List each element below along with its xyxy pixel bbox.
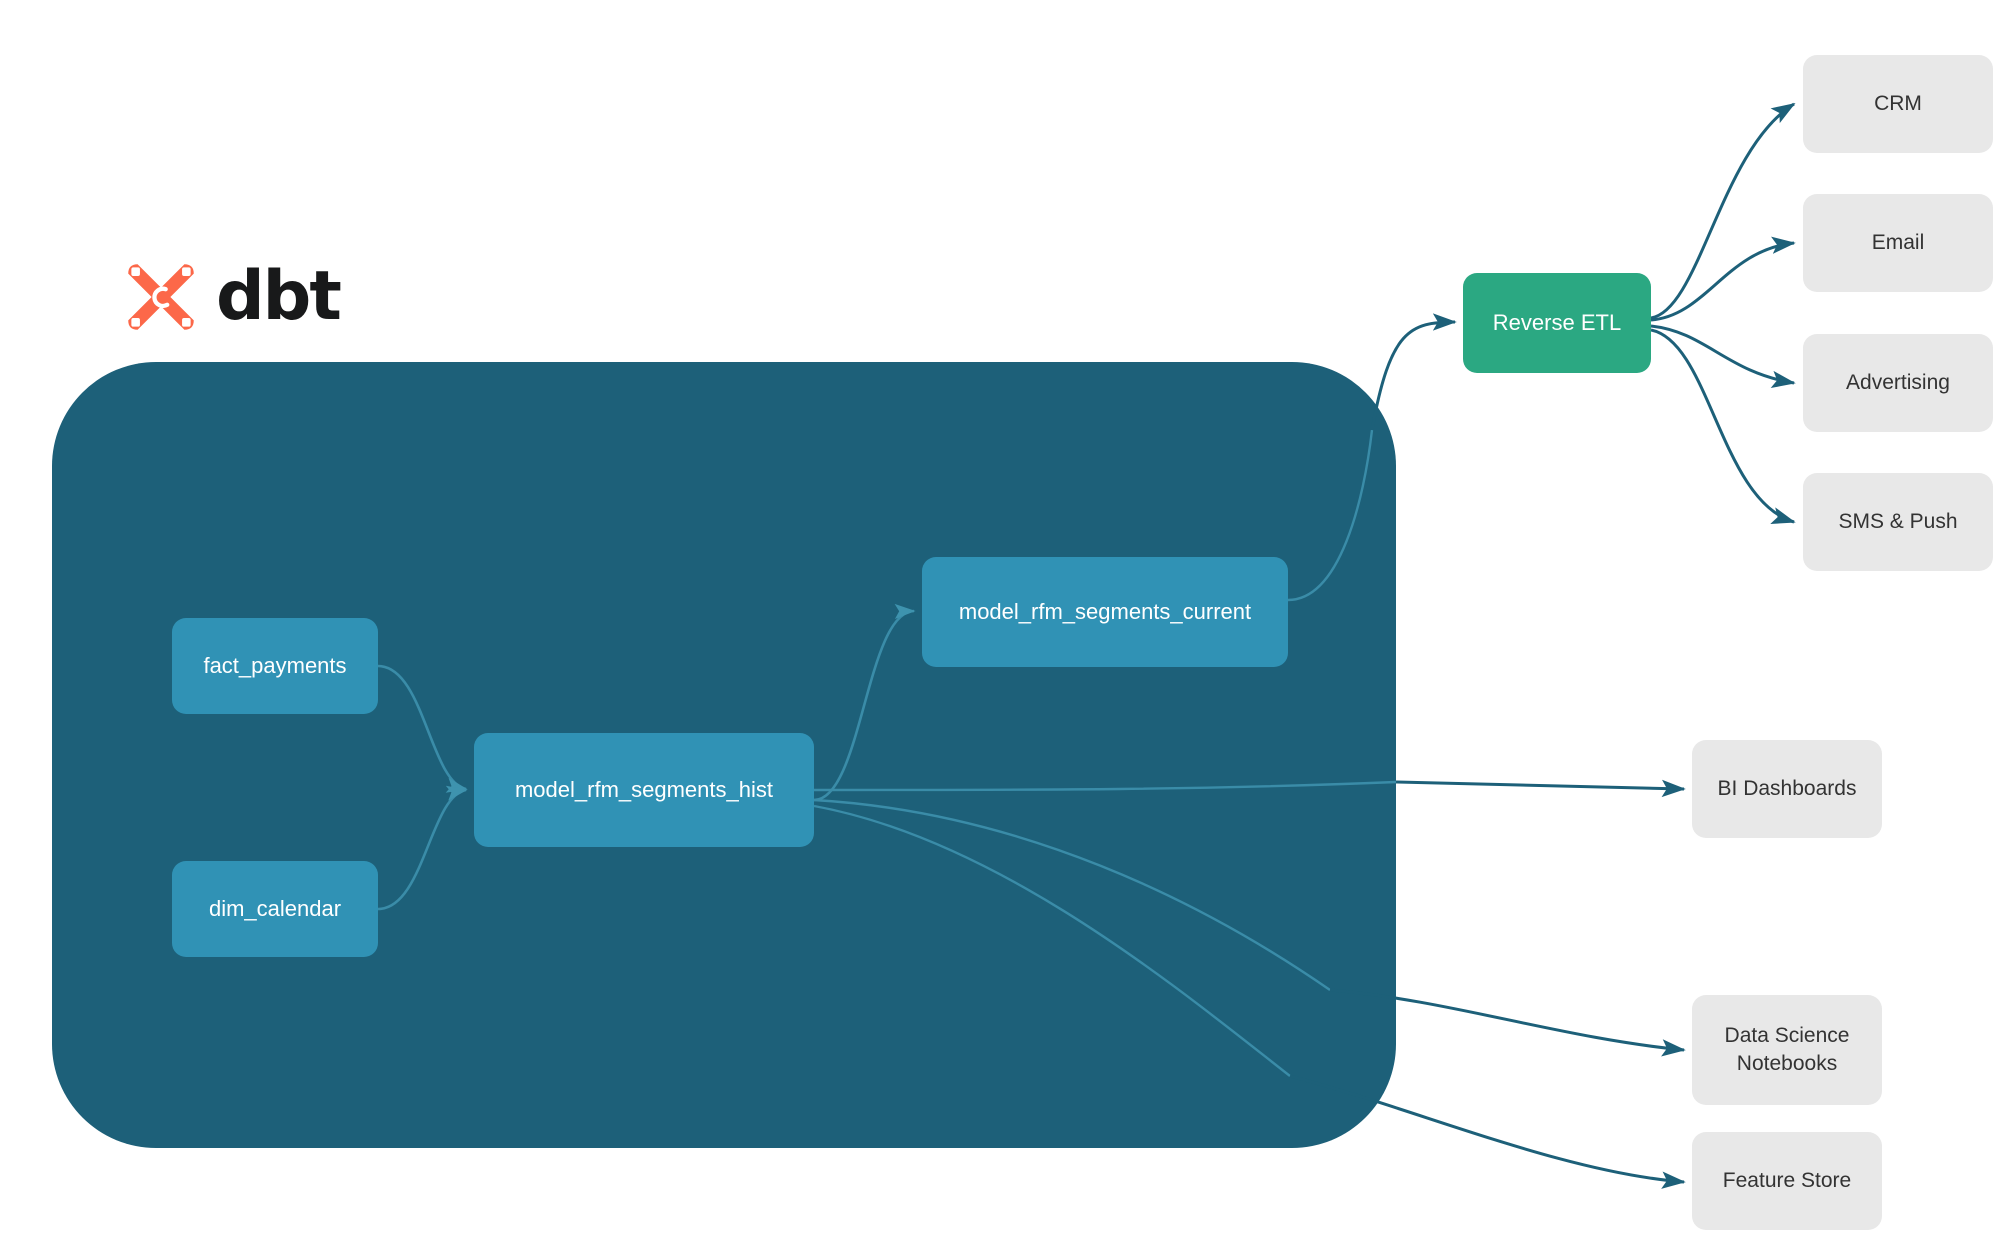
edge-retl-to-advertising: [1650, 324, 1796, 389]
node-label: Email: [1871, 230, 1925, 254]
node-feature-store[interactable]: Feature Store: [1692, 1132, 1882, 1230]
node-reverse-etl[interactable]: Reverse ETL: [1463, 273, 1651, 373]
node-label-line1: Data Science: [1724, 1023, 1850, 1047]
node-label: BI Dashboards: [1717, 776, 1857, 800]
node-sms-push[interactable]: SMS & Push: [1803, 473, 1993, 571]
node-label: Feature Store: [1722, 1168, 1852, 1192]
node-label-line2: Notebooks: [1736, 1052, 1838, 1075]
node-data-science-notebooks[interactable]: Data Science Notebooks: [1692, 995, 1882, 1105]
node-bi-dashboards[interactable]: BI Dashboards: [1692, 740, 1882, 838]
node-label: fact_payments: [203, 653, 347, 678]
node-label: Data Science Notebooks: [1725, 1022, 1850, 1079]
node-fact-payments[interactable]: fact_payments: [172, 618, 378, 714]
node-crm[interactable]: CRM: [1803, 55, 1993, 153]
node-label: CRM: [1874, 91, 1922, 115]
dbt-wordmark: dbt: [216, 257, 342, 336]
node-model-rfm-segments-hist[interactable]: model_rfm_segments_hist: [474, 733, 814, 847]
node-label: SMS & Push: [1838, 509, 1958, 533]
node-email[interactable]: Email: [1803, 194, 1993, 292]
edge-retl-to-email: [1650, 236, 1796, 322]
edge-retl-to-sms-push: [1650, 328, 1796, 524]
node-label: dim_calendar: [208, 896, 342, 921]
edge-retl-to-crm: [1650, 102, 1796, 320]
dbt-logo: dbt: [122, 257, 342, 336]
node-label: model_rfm_segments_hist: [514, 777, 773, 802]
node-label: Advertising: [1846, 370, 1950, 394]
node-dim-calendar[interactable]: dim_calendar: [172, 861, 378, 957]
edge-hist-to-bi-dashboards: [1395, 779, 1686, 798]
node-model-rfm-segments-current[interactable]: model_rfm_segments_current: [922, 557, 1288, 667]
node-label: model_rfm_segments_current: [958, 599, 1252, 624]
dbt-logo-icon: [128, 264, 194, 330]
node-advertising[interactable]: Advertising: [1803, 334, 1993, 432]
node-label: Reverse ETL: [1492, 310, 1622, 335]
edge-current-to-reverse-etl: [1370, 313, 1457, 431]
